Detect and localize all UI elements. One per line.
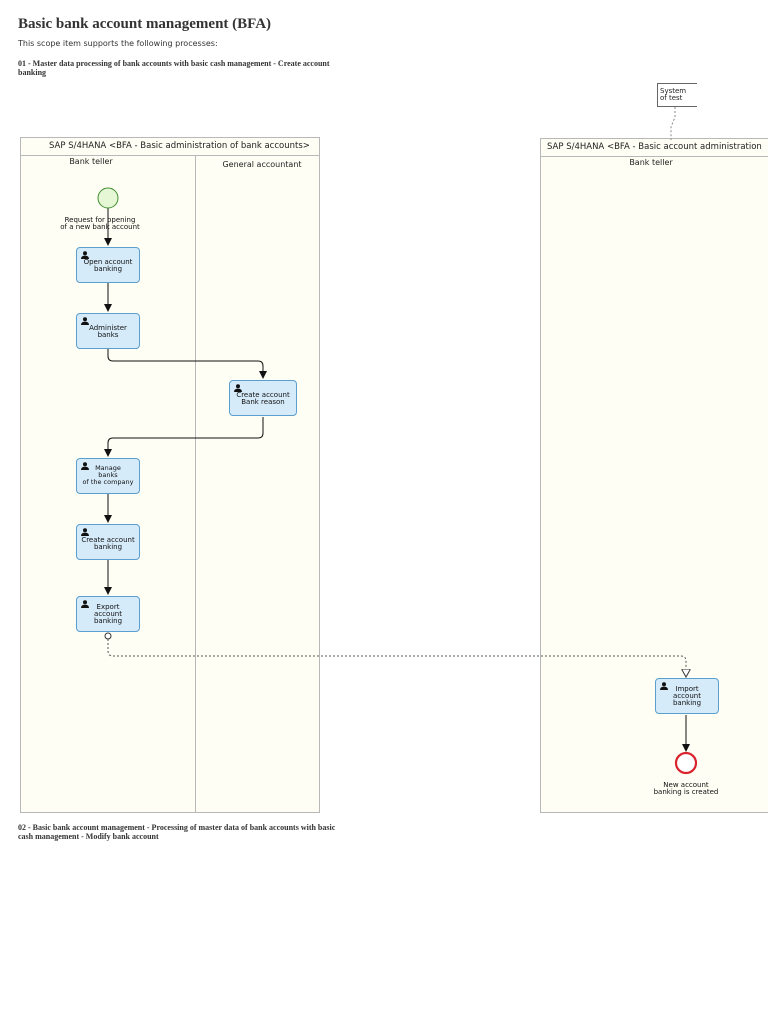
user-icon [234,384,242,392]
lane-title-bank-teller: Bank teller [69,157,113,166]
task-administer-banks[interactable]: Administer banks [76,313,140,349]
pool-title: SAP S/4HANA <BFA - Basic account adminis… [541,139,768,157]
task-label: Manage banks of the company [82,464,134,486]
pool-title: SAP S/4HANA <BFA - Basic administration … [21,138,319,156]
user-icon [81,317,89,325]
end-event [674,751,698,775]
task-label: Open account banking [83,258,133,273]
user-icon [81,528,89,536]
task-manage-banks-of-company[interactable]: Manage banks of the company [76,458,140,494]
page-subtitle: This scope item supports the following p… [18,39,218,48]
message-flow-source [104,632,112,640]
task-label: Import account banking [672,685,702,707]
start-event-label: Request for opening of a new bank accoun… [60,216,140,231]
process-1-title[interactable]: 01 - Master data processing of bank acco… [18,59,330,77]
user-icon [81,462,89,470]
task-label: Create account banking [81,536,135,551]
task-open-account-banking[interactable]: Open account banking [76,247,140,283]
start-event [97,187,119,209]
user-icon [81,600,89,608]
task-label: Create account Bank reason [236,391,290,406]
task-export-account-banking[interactable]: Export account banking [76,596,140,632]
lane-title-general-accountant: General accountant [222,160,302,169]
process-2-title[interactable]: 02 - Basic bank account management - Pro… [18,823,336,841]
annotation-association [670,107,676,140]
pool-bfa-administration: SAP S/4HANA <BFA - Basic administration … [20,137,320,813]
page-title: Basic bank account management (BFA) [18,16,272,32]
pool-basic-account-administration: SAP S/4HANA <BFA - Basic account adminis… [540,138,768,813]
task-import-account-banking[interactable]: Import account banking [655,678,719,714]
end-event-label: New account banking is created [653,781,719,796]
lane-title-bank-teller: Bank teller [629,158,673,167]
lane-divider [195,155,196,812]
task-create-account-bank-reason[interactable]: Create account Bank reason [229,380,297,416]
user-icon [81,251,89,259]
task-label: Export account banking [93,603,123,625]
task-create-account-banking[interactable]: Create account banking [76,524,140,560]
system-annotation-label: System of test [660,87,687,102]
user-icon [660,682,668,690]
sequence-flow [107,349,267,379]
system-annotation: System of test [657,83,697,107]
sequence-flow [104,417,264,457]
message-flow [107,639,686,677]
task-label: Administer banks [89,324,127,339]
